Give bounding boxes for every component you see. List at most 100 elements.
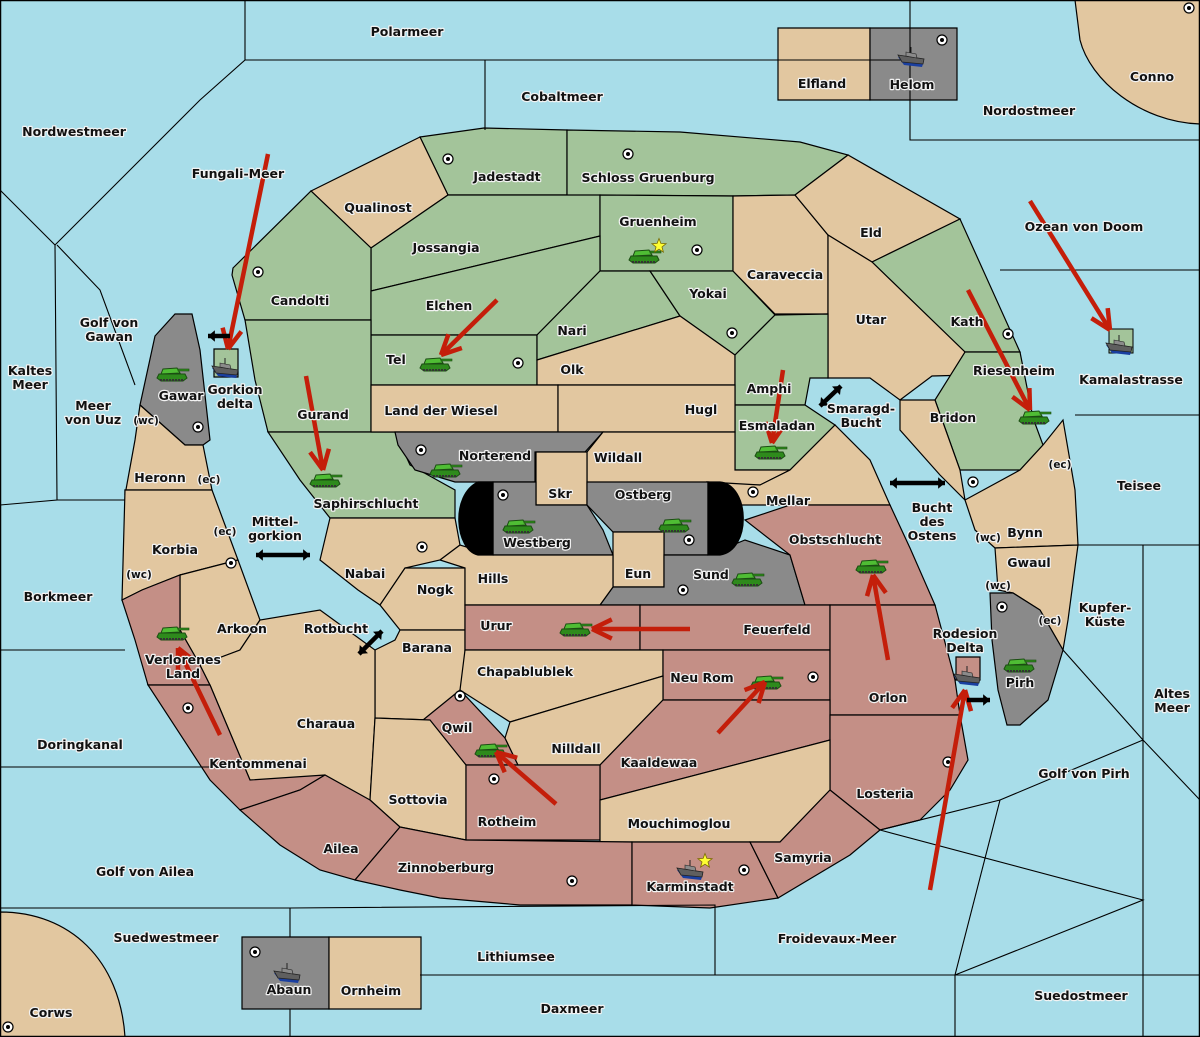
ship-icon[interactable] (211, 358, 239, 378)
territory-label-kentommenai: Kentommenai (209, 756, 307, 771)
supply-center-icon (442, 153, 454, 165)
territory-label-esmaladan: Esmaladan (739, 418, 815, 433)
territory-label-rotbucht: Rotbucht (304, 621, 368, 636)
territory-label-elfland: Elfland (798, 76, 846, 91)
territory-label-cobaltmeer: Cobaltmeer (521, 89, 603, 104)
sea-border (879, 799, 1145, 1037)
order-arrow (493, 749, 558, 806)
order-layer (175, 153, 1113, 891)
territory-label-eld: Eld (860, 225, 882, 240)
territory-label-urur: Urur (480, 618, 512, 633)
territory-label-landwiesel: Land der Wiesel (384, 403, 497, 418)
territory-label-neurom: Neu Rom (670, 670, 733, 685)
territory-label-korbia: Korbia (152, 542, 198, 557)
territory-label-pirh: Pirh (1006, 675, 1035, 690)
label-layer: PolarmeerCobaltmeerNordwestmeerNordostme… (7, 23, 1192, 1021)
order-arrow (966, 288, 1033, 412)
ship-icon[interactable] (897, 47, 925, 67)
territory-label-conno: Conno (1130, 69, 1175, 84)
territory-karminstadt[interactable] (631, 841, 779, 909)
territory-label-zinnoberburg: Zinnoberburg (398, 860, 494, 875)
supply-center-icon (738, 864, 750, 876)
territory-label-corws: Corws (30, 1005, 73, 1020)
tank-icon[interactable] (156, 367, 190, 382)
order-arrow (175, 646, 223, 736)
territory-utar[interactable] (827, 233, 971, 401)
territory-label-rotheim: Rotheim (478, 814, 537, 829)
territory-label-nordwestmeer: Nordwestmeer (22, 124, 127, 139)
tank-icon[interactable] (559, 622, 593, 637)
unit-layer (156, 47, 1134, 983)
tank-icon[interactable] (731, 572, 765, 587)
order-arrow (591, 617, 690, 641)
ship-icon[interactable] (953, 666, 981, 686)
sea-border (245, 0, 911, 61)
territory-label-golfpirh: Golf von Pirh (1038, 766, 1129, 781)
supply-center-icon (996, 601, 1008, 613)
territory-label-qualinost: Qualinost (344, 200, 411, 215)
territory-label-lithiumsee: Lithiumsee (477, 949, 555, 964)
tank-icon[interactable] (754, 445, 788, 460)
coast-label: (ec) (214, 526, 237, 538)
order-arrow (864, 573, 891, 661)
supply-center-icon (622, 148, 634, 160)
territory-label-nilldall: Nilldall (551, 741, 600, 756)
territory-label-nabai: Nabai (345, 566, 386, 581)
territory-label-obstschlucht: Obstschlucht (789, 532, 881, 547)
territory-label-caraveccia: Caraveccia (747, 267, 823, 282)
territory-pirh[interactable] (989, 592, 1064, 726)
tank-icon[interactable] (658, 518, 692, 533)
order-arrow (1028, 199, 1113, 332)
supply-center-icon (488, 773, 500, 785)
territory-label-feuerfeld: Feuerfeld (743, 622, 810, 637)
territory-impassable_west[interactable] (458, 481, 494, 556)
territory-label-gurand: Gurand (297, 407, 349, 422)
sea-border (1078, 544, 1200, 1037)
territory-label-nari: Nari (557, 323, 586, 338)
tank-icon[interactable] (429, 463, 463, 478)
territory-label-polarmeer: Polarmeer (371, 24, 445, 39)
tank-icon[interactable] (502, 519, 536, 534)
territory-gruenheim[interactable] (599, 194, 734, 272)
territory-label-doringkanal: Doringkanal (37, 737, 123, 752)
sea-border (1062, 649, 1144, 741)
tank-icon[interactable] (156, 626, 190, 641)
territory-label-froidevaux: Froidevaux-Meer (778, 931, 897, 946)
territory-label-nogk: Nogk (417, 582, 454, 597)
territory-label-mouchimoglou: Mouchimoglou (628, 816, 731, 831)
sea-border (954, 799, 1001, 976)
territory-impassable_east[interactable] (707, 481, 744, 556)
territory-ornheim[interactable] (328, 936, 422, 1010)
territory-bynn[interactable] (964, 418, 1079, 549)
territory-corws[interactable] (0, 911, 126, 1037)
supply-center-icon (415, 444, 427, 456)
territory-label-jossangia: Jossangia (411, 240, 479, 255)
supply-center-icon (683, 534, 695, 546)
tank-icon[interactable] (419, 357, 453, 372)
territory-label-qwil: Qwil (442, 720, 473, 735)
ship-icon[interactable] (273, 963, 301, 983)
tank-icon[interactable] (1018, 410, 1052, 425)
territory-label-charaua: Charaua (297, 716, 355, 731)
tank-icon[interactable] (628, 249, 662, 264)
supply-center-icon (249, 946, 261, 958)
supply-center-icon (454, 690, 466, 702)
passage-arrow-icon (208, 330, 230, 342)
ship-icon[interactable] (676, 860, 704, 880)
territory-label-norterend: Norterend (459, 448, 531, 463)
territory-label-teisee: Teisee (1117, 478, 1161, 493)
territory-label-abaun: Abaun (267, 982, 312, 997)
supply-center-icon (566, 875, 578, 887)
territory-label-saphirschlucht: Saphirschlucht (314, 496, 419, 511)
coast-label: (wc) (133, 415, 159, 427)
territory-label-kamala: Kamalastrasse (1079, 372, 1183, 387)
tank-icon[interactable] (855, 559, 889, 574)
tank-icon[interactable] (1003, 658, 1037, 673)
tank-icon[interactable] (309, 473, 343, 488)
ship-icon[interactable] (1105, 335, 1133, 355)
